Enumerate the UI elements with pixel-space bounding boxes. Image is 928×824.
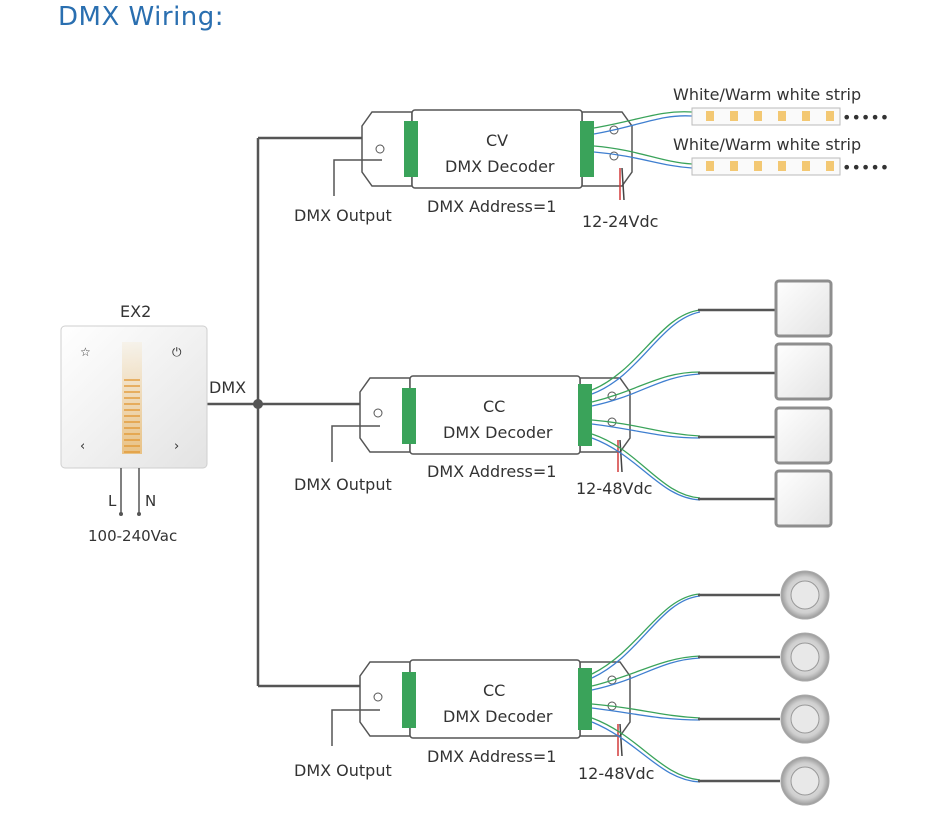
bus-junction-dot [253,399,263,409]
slider-ticks [124,379,140,453]
power-icon: ⏻ [172,345,182,359]
live-label: L [108,492,117,510]
chevron-left-icon: ‹ [80,439,85,454]
decoder-2-supply-label: 12-48Vdc [576,479,652,498]
chevron-right-icon: › [174,439,179,454]
decoder-2-address-label: DMX Address=1 [427,462,556,481]
decoder-2-output-label: DMX Output [294,475,392,494]
led-strip-2: White/Warm white strip ••••• [673,135,889,177]
panel-light-3 [774,406,833,465]
decoder-3-type: CC [483,681,505,700]
decoder-3-address-label: DMX Address=1 [427,747,556,766]
strip-1-label: White/Warm white strip [673,85,861,104]
decoder-1-supply-label: 12-24Vdc [582,212,658,231]
panel-light-2 [774,342,833,401]
panel-name: EX2 [120,302,151,321]
panel-light-1 [774,279,833,338]
power-input-label: 100-240Vac [88,527,177,545]
decoder-3-supply-label: 12-48Vdc [578,764,654,783]
decoder-3-name: DMX Decoder [443,707,553,726]
downlight-3 [780,694,830,744]
decoder-1-address-label: DMX Address=1 [427,197,556,216]
downlight-1 [780,570,830,620]
decoder-2-type: CC [483,397,505,416]
decoder-2-name: DMX Decoder [443,423,553,442]
star-icon: ☆ [80,345,91,359]
led-strip-1: White/Warm white strip ••••• [673,85,889,127]
downlight-4 [780,756,830,806]
downlight-2 [780,632,830,682]
strip-1-continuation: ••••• [842,108,889,127]
strip-2-continuation: ••••• [842,158,889,177]
decoder-cc-2: CC DMX Decoder DMX Output DMX Address=1 … [294,593,780,783]
panel-light-4 [774,469,833,528]
strip-2-label: White/Warm white strip [673,135,861,154]
dmx-bus [206,136,362,688]
decoder-cv: CV DMX Decoder DMX Output DMX Address=1 … [294,109,693,231]
decoder-1-name: DMX Decoder [445,157,555,176]
decoder-1-output-label: DMX Output [294,206,392,225]
ex2-panel: EX2 ☆ ⏻ ‹ › [60,302,208,545]
mains-wires [120,468,140,514]
page-title: DMX Wiring: [58,2,225,32]
bus-label: DMX [209,378,246,397]
decoder-3-output-label: DMX Output [294,761,392,780]
neutral-label: N [145,492,156,510]
decoder-1-type: CV [486,131,508,150]
decoder-cc-1: CC DMX Decoder DMX Output DMX Address=1 … [294,308,776,501]
